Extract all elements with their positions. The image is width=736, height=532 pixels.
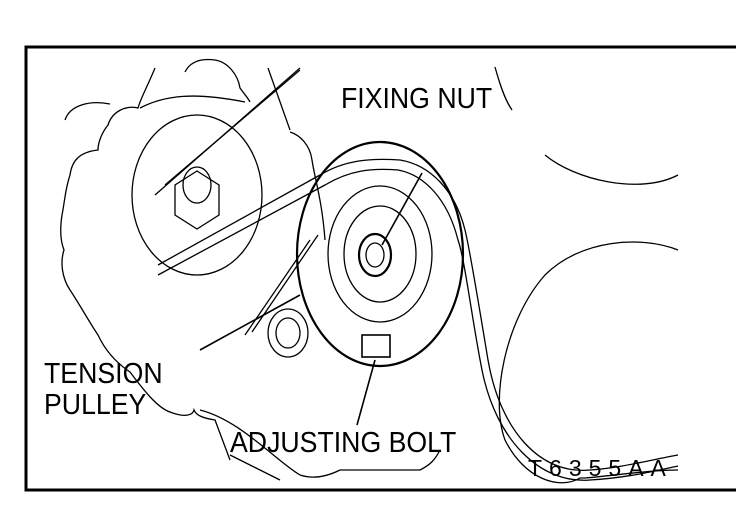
fixing-nut-label: FIXING NUT	[341, 83, 493, 115]
tension-pulley	[295, 140, 465, 368]
tension-pulley-label-line1: TENSION	[44, 358, 163, 390]
crank-belt-left	[154, 67, 301, 196]
upper-right-pulley	[494, 66, 679, 185]
frame-border	[24, 45, 736, 492]
right-crank-pulley	[498, 241, 679, 484]
alternator-pulley	[131, 114, 263, 276]
adjusting-bolt-head	[361, 334, 391, 358]
leader-lines	[199, 172, 423, 426]
alternator-housing	[60, 58, 326, 461]
tensioner-bracket	[199, 308, 441, 481]
adjusting-bolt-label: ADJUSTING BOLT	[230, 427, 457, 459]
figure-code: T6355AA	[528, 455, 673, 481]
tension-pulley-label-line2: PULLEY	[44, 389, 147, 421]
